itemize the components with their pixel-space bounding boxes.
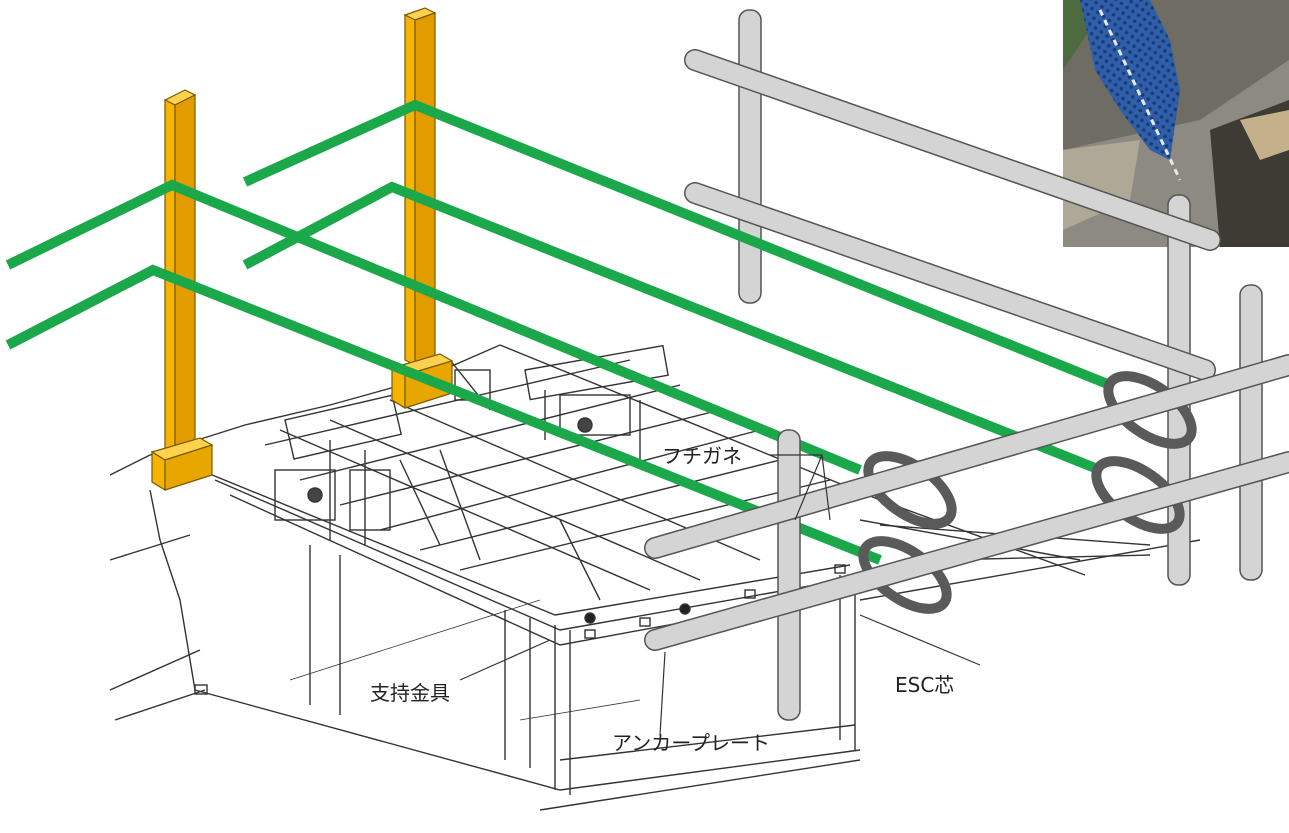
label-esc-core: ESC芯 bbox=[895, 673, 954, 697]
scaffold-pipes-front bbox=[644, 354, 1289, 721]
label-fuchigane: フチガネ bbox=[662, 444, 742, 468]
leader-lines bbox=[459, 454, 981, 736]
label-support-fitting: 支持金具 bbox=[370, 681, 450, 705]
safety-ropes bbox=[5, 99, 1112, 565]
label-anchor-plate: アンカープレート bbox=[612, 731, 770, 755]
scaffold-pipes bbox=[684, 9, 1263, 586]
